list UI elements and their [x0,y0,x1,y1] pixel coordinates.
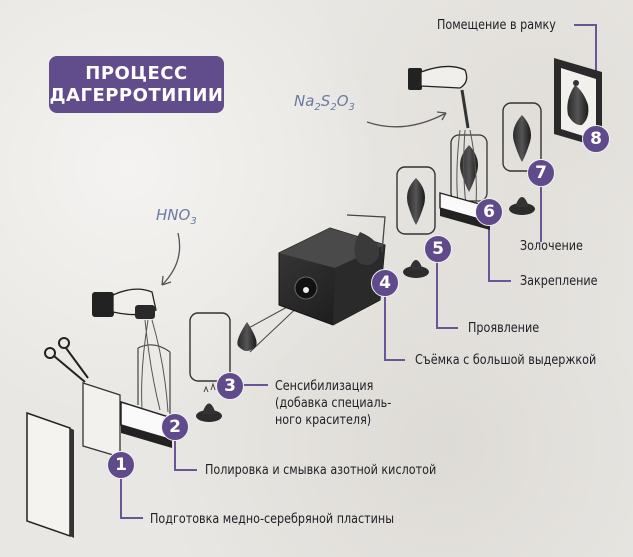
hno3-base: HNO [156,206,191,224]
na2s2o3-arrow [366,112,447,128]
step-label-1: Подготовка медно-серебряной пластины [150,512,395,527]
title-line-1: ПРОЦЕСС [85,62,188,84]
plate-illustration [26,411,74,538]
acid-tray-illustration [92,288,173,448]
step-badge-1: 1 [107,451,135,479]
hno3-arrow [161,232,181,286]
connector-1 [120,476,143,519]
step-label-4: Съёмка с большой выдержкой [415,353,597,368]
hno3-sub: 3 [190,216,197,227]
formula-part: O [336,92,349,110]
formula-part: S [320,92,331,110]
step-label-5: Проявление [468,321,540,336]
formula-sub: 2 [330,102,337,113]
connector-6 [488,224,511,282]
connector-5 [436,262,458,329]
title-line-2: ДАГЕРРОТИПИИ [49,84,224,106]
formula-sub: 2 [314,102,321,113]
step-badge-5: 5 [424,235,452,263]
step-badge-8: 8 [582,125,610,153]
step-label-3: Сенсибилизация (добавка специаль- ного к… [275,378,391,429]
hno3-formula: HNO3 [156,206,197,227]
step-badge-2: 2 [161,413,189,441]
step-label-3-line-2: (добавка специаль- [275,396,392,411]
step-badge-7: 7 [527,159,555,187]
gilding-illustration [502,102,542,215]
polishing-plate-illustration [82,382,121,458]
step-label-7: Золочение [520,239,583,254]
step-label-2: Полировка и смывка азотной кислотой [205,463,437,478]
step-badge-6: 6 [475,198,503,226]
formula-sub: 3 [348,102,355,113]
na2s2o3-arrowhead [436,111,447,121]
chemical-arrows [161,111,447,286]
hno3-arrowhead [161,275,172,286]
na2s2o3-formula: Na2S2O3 [294,92,355,113]
formula-part: Na [294,92,315,110]
title-badge: ПРОЦЕСС ДАГЕРРОТИПИИ [49,56,224,113]
sensitization-illustration [189,312,231,422]
step-badge-3: 3 [216,372,244,400]
development-illustration [396,166,436,278]
connector-4 [384,296,405,361]
step-label-8: Помещение в рамку [437,18,556,33]
step-label-3-line-3: ного красителя) [275,413,372,428]
tongs-illustration [44,337,89,383]
connector-2 [174,438,197,471]
step-label-3-line-1: Сенсибилизация [275,379,374,394]
step-badge-4: 4 [371,269,399,297]
step-label-6: Закрепление [520,274,598,289]
camera-illustration [278,214,386,326]
